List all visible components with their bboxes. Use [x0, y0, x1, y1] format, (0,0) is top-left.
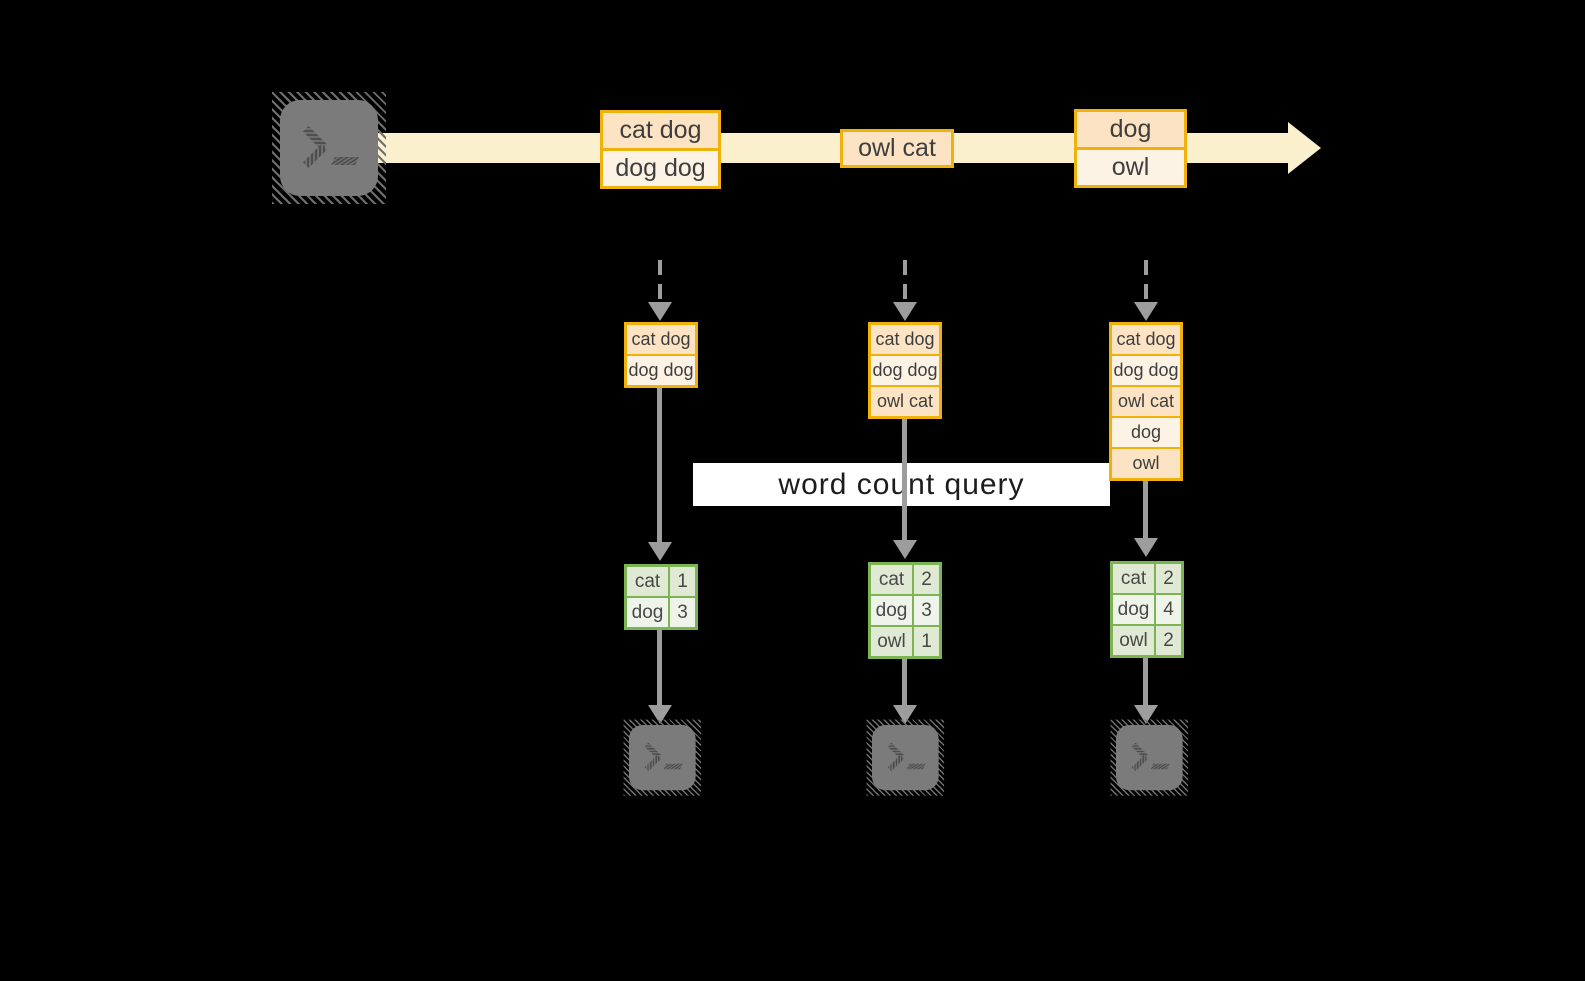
connector-line — [902, 659, 907, 705]
count-value: 4 — [1156, 595, 1181, 624]
dashed-connector — [1144, 260, 1148, 302]
count-word: cat — [871, 565, 912, 594]
prompt-underscore-icon — [663, 763, 683, 770]
count-word: dog — [627, 598, 668, 627]
count-value: 2 — [1156, 626, 1181, 655]
window-item: owl — [1112, 449, 1180, 478]
connector-line — [657, 388, 662, 542]
arrowhead-icon — [1134, 705, 1158, 724]
window-item: cat dog — [627, 325, 695, 354]
count-word: dog — [1113, 595, 1154, 624]
count-table-1: cat 1 dog 3 — [624, 564, 698, 630]
connector-line — [1143, 658, 1148, 705]
window-item: dog dog — [871, 356, 939, 385]
stream-batch-3: dog owl — [1074, 109, 1187, 188]
count-row: dog 3 — [871, 596, 939, 625]
batch-item: dog dog — [603, 151, 718, 186]
sink-terminal-icon — [623, 719, 702, 796]
count-row: dog 4 — [1113, 595, 1181, 624]
query-label: word count query — [778, 467, 1025, 501]
prompt-underscore-icon — [331, 157, 359, 165]
window-stack-3: cat dog dog dog owl cat dog owl — [1109, 322, 1183, 481]
count-value: 1 — [670, 567, 695, 596]
count-word: owl — [871, 627, 912, 656]
window-stack-1: cat dog dog dog — [624, 322, 698, 388]
window-stack-2: cat dog dog dog owl cat — [868, 322, 942, 419]
source-terminal-icon — [272, 92, 386, 204]
count-value: 2 — [1156, 564, 1181, 593]
arrowhead-icon — [648, 542, 672, 561]
window-item: dog dog — [627, 356, 695, 385]
arrowhead-icon — [1134, 538, 1158, 557]
count-word: cat — [1113, 564, 1154, 593]
arrowhead-icon — [1134, 302, 1158, 321]
count-word: cat — [627, 567, 668, 596]
prompt-underscore-icon — [906, 763, 926, 770]
count-value: 3 — [670, 598, 695, 627]
count-row: cat 1 — [627, 567, 695, 596]
window-item: owl cat — [1112, 387, 1180, 416]
count-row: cat 2 — [871, 565, 939, 594]
arrowhead-icon — [893, 540, 917, 559]
window-item: owl cat — [871, 387, 939, 416]
arrowhead-icon — [648, 705, 672, 724]
window-item: cat dog — [871, 325, 939, 354]
arrowhead-icon — [893, 302, 917, 321]
connector-line — [657, 630, 662, 705]
count-row: owl 2 — [1113, 626, 1181, 655]
batch-item: owl — [1077, 150, 1184, 185]
connector-line — [1143, 481, 1148, 538]
window-item: cat dog — [1112, 325, 1180, 354]
terminal-body — [629, 725, 696, 791]
count-table-3: cat 2 dog 4 owl 2 — [1110, 561, 1184, 658]
stream-batch-1: cat dog dog dog — [600, 110, 721, 189]
dashed-connector — [658, 260, 662, 302]
terminal-body — [280, 100, 378, 196]
count-table-2: cat 2 dog 3 owl 1 — [868, 562, 942, 659]
batch-item: owl cat — [843, 132, 951, 165]
arrowhead-icon — [648, 302, 672, 321]
terminal-body — [1116, 725, 1183, 791]
count-word: owl — [1113, 626, 1154, 655]
connector-line — [902, 419, 907, 540]
window-item: dog — [1112, 418, 1180, 447]
count-row: dog 3 — [627, 598, 695, 627]
stream-batch-2: owl cat — [840, 129, 954, 168]
stream-timeline-arrowhead-icon — [1288, 122, 1321, 174]
batch-item: dog — [1077, 112, 1184, 147]
count-word: dog — [871, 596, 912, 625]
window-item: dog dog — [1112, 356, 1180, 385]
dashed-connector — [903, 260, 907, 302]
count-row: cat 2 — [1113, 564, 1181, 593]
query-label-box: word count query — [693, 463, 1110, 506]
count-row: owl 1 — [871, 627, 939, 656]
prompt-underscore-icon — [1150, 763, 1170, 770]
count-value: 3 — [914, 596, 939, 625]
arrowhead-icon — [893, 705, 917, 724]
count-value: 2 — [914, 565, 939, 594]
sink-terminal-icon — [866, 719, 945, 796]
sink-terminal-icon — [1110, 719, 1189, 796]
terminal-body — [872, 725, 939, 791]
batch-item: cat dog — [603, 113, 718, 148]
count-value: 1 — [914, 627, 939, 656]
